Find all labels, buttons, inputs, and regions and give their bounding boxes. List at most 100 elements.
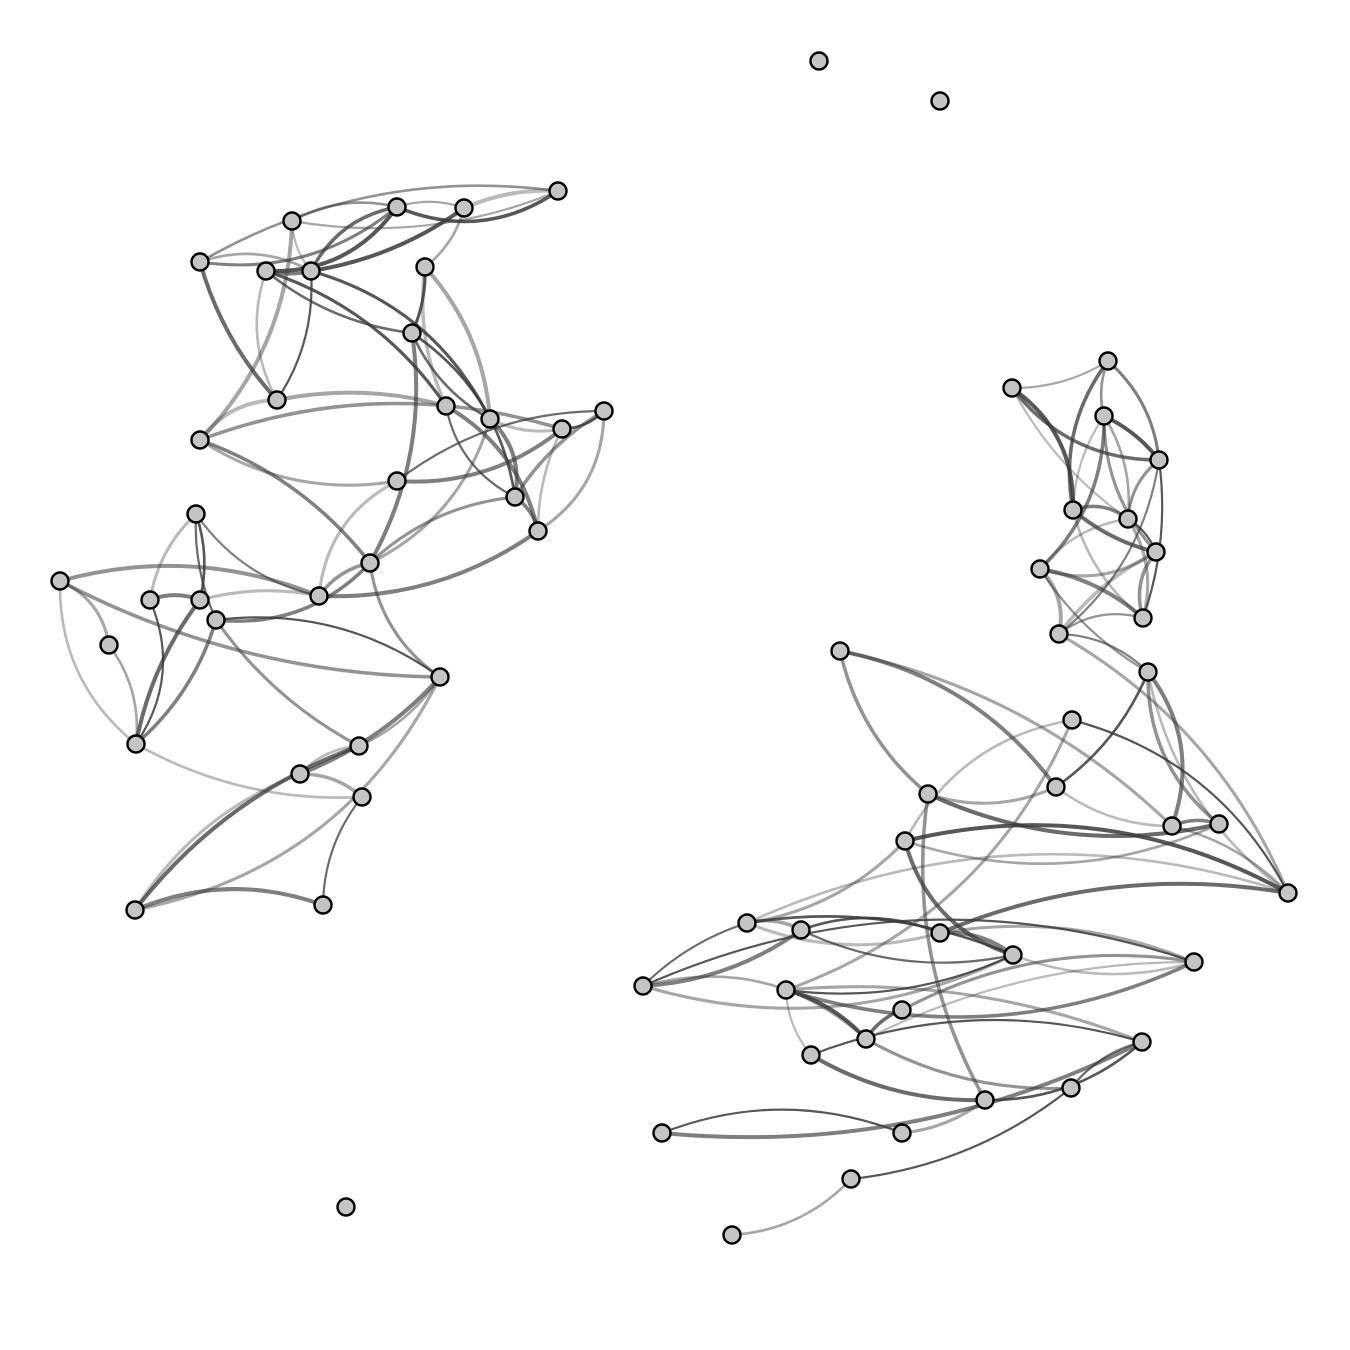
graph-edge (1054, 670, 1150, 789)
graph-edge (194, 512, 321, 598)
graph-node (505, 487, 525, 507)
graph-node (387, 197, 407, 217)
graph-node (737, 913, 757, 933)
graph-node (830, 641, 850, 661)
graph-edge (410, 331, 492, 421)
graph-node (430, 667, 450, 687)
graph-node (99, 635, 119, 655)
graph-node (528, 521, 548, 541)
graph-edge (198, 589, 321, 602)
graph-node (415, 257, 435, 277)
graph-edge (368, 417, 492, 565)
graph-edge (410, 331, 517, 499)
graph-node (1149, 450, 1169, 470)
graph-edge (745, 921, 942, 947)
graph-edge (309, 206, 466, 273)
graph-edge (368, 495, 517, 565)
graph-node (1184, 952, 1204, 972)
graph-edge (134, 598, 165, 746)
graph-edge (1010, 386, 1130, 521)
graph-edge (784, 718, 1074, 992)
graph-node (892, 1123, 912, 1143)
graph-edge (317, 479, 399, 598)
graph-node (186, 504, 206, 524)
graph-node (1162, 816, 1182, 836)
graph-edge (536, 409, 606, 533)
graph-edge (641, 928, 803, 988)
graph-edge (290, 201, 399, 223)
graph-node (480, 409, 500, 429)
graph-edge (198, 205, 399, 267)
graph-edge (745, 839, 907, 925)
graph-edge (58, 563, 321, 598)
graph-edge (799, 928, 1015, 964)
graph-node (594, 401, 614, 421)
graph-edge (148, 512, 198, 602)
graph-edge (838, 649, 1058, 789)
graph-edge (641, 921, 749, 988)
graph-node (1003, 945, 1023, 965)
graph-edge (395, 409, 606, 483)
graph-node (126, 734, 146, 754)
graph-edge (264, 205, 399, 274)
graph-node (1049, 624, 1069, 644)
graph-node (290, 764, 310, 784)
graph-edge (133, 772, 302, 912)
graph-node (436, 396, 456, 416)
graph-node (301, 261, 321, 281)
graph-node (50, 571, 70, 591)
graph-edge (1146, 670, 1221, 826)
graph-edge (745, 852, 1290, 925)
graph-node (140, 590, 160, 610)
graph-edge (1057, 632, 1290, 895)
graph-node (387, 471, 407, 491)
graph-node (652, 1123, 672, 1143)
graph-node (841, 1169, 861, 1189)
graph-edge (1038, 414, 1106, 571)
graph-edge (198, 438, 399, 487)
graph-node (125, 900, 145, 920)
graph-edge (420, 265, 448, 408)
graph-node (930, 923, 950, 943)
graph-edge (641, 953, 1015, 1010)
graph-node (930, 91, 950, 111)
graph-edge (134, 598, 202, 746)
graph-node (313, 895, 333, 915)
graph-edge (900, 953, 1196, 1012)
graph-edge (107, 643, 139, 746)
graph-edge (264, 269, 448, 408)
graph-edge (1170, 824, 1290, 895)
graph-edge (194, 512, 218, 622)
graph-node (776, 980, 796, 1000)
graph-node (402, 323, 422, 343)
graph-edge (395, 200, 466, 210)
graph-edge (1071, 414, 1106, 512)
graph-edge (1038, 567, 1145, 620)
graph-edge (1057, 632, 1150, 674)
graph-node (190, 252, 210, 272)
graph-edge (290, 189, 560, 230)
graph-edge (809, 1018, 1144, 1057)
graph-edge (368, 561, 442, 679)
graph-edge (838, 649, 930, 796)
graph-edge (264, 269, 414, 335)
graph-edge (1070, 718, 1290, 895)
graph-edge (864, 1037, 1073, 1090)
node-layer (50, 51, 1298, 1245)
graph-node (1030, 559, 1050, 579)
graph-edge (1067, 359, 1110, 512)
graph-node (1094, 406, 1114, 426)
graph-node (352, 787, 372, 807)
graph-edge (134, 618, 218, 746)
graph-edge (1146, 670, 1290, 895)
graph-node (722, 1225, 742, 1245)
graph-edge (255, 269, 279, 402)
graph-node (1118, 509, 1138, 529)
graph-edge (799, 916, 942, 935)
graph-edge (133, 887, 325, 912)
graph-node (267, 390, 287, 410)
graph-edge (1010, 386, 1076, 512)
graph-edge (395, 189, 560, 224)
graph-edge (864, 960, 1196, 1041)
